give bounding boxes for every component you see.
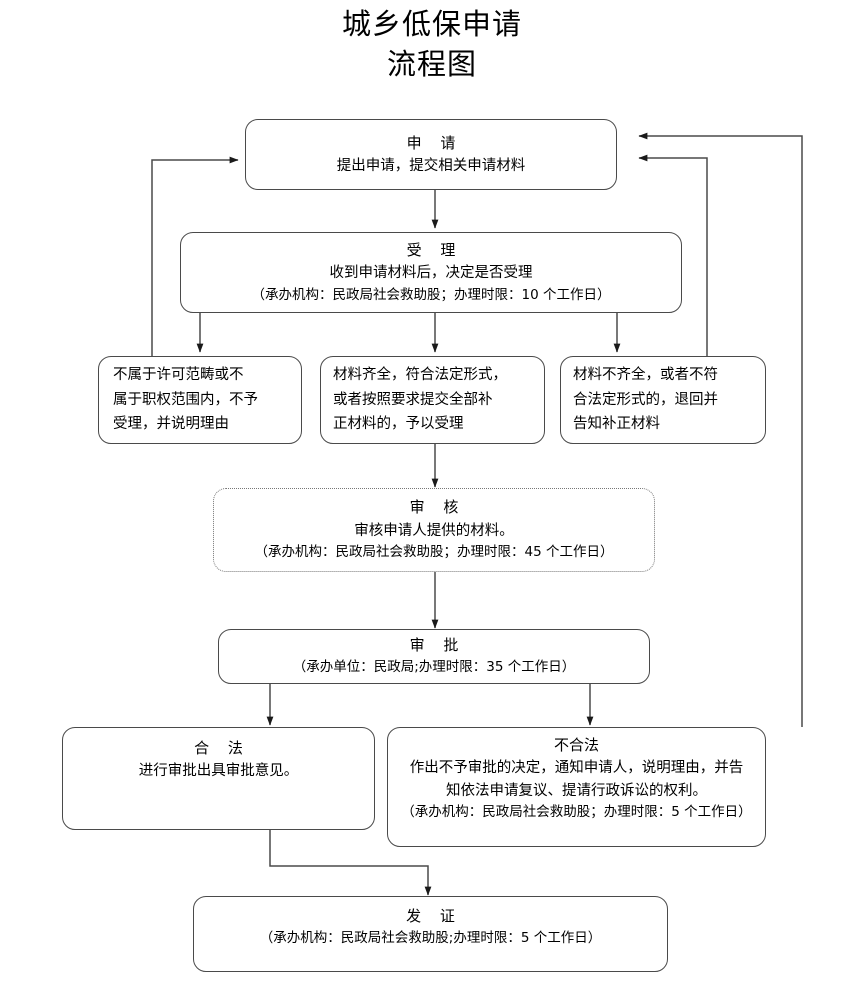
node-issue-heading: 发 证	[406, 907, 462, 925]
node-illegal-line-1: 作出不予审批的决定，通知申请人，说明理由，并告	[409, 760, 744, 777]
node-apply-heading: 申 请	[406, 133, 463, 152]
node-illegal-line-2: 知依法申请复议、提请行政诉讼的权利。	[446, 782, 707, 799]
node-approve[interactable]: 审 批 （承办单位：民政局;办理时限：35 个工作日）	[218, 629, 650, 684]
node-illegal-line-3: （承办机构：民政局社会救助股；办理时限：5 个工作日）	[401, 804, 752, 821]
node-incomplete-line-2: 合法定形式的，退回并	[573, 391, 718, 408]
node-apply[interactable]: 申 请 提出申请，提交相关申请材料	[245, 119, 617, 190]
node-incomplete-line-3: 告知补正材料	[573, 416, 660, 433]
node-accept-heading: 受 理	[406, 240, 463, 259]
node-accept-line-1: 收到申请材料后，决定是否受理	[329, 265, 533, 282]
node-accept-ok-line-3: 正材料的，予以受理	[333, 416, 464, 433]
node-review[interactable]: 审 核 审核申请人提供的材料。 （承办机构：民政局社会救助股；办理时限：45 个…	[213, 488, 655, 572]
node-reject-scope-line-1: 不属于许可范畴或不	[113, 366, 244, 383]
node-review-line-2: （承办机构：民政局社会救助股；办理时限：45 个工作日）	[254, 544, 614, 561]
node-apply-line-1: 提出申请，提交相关申请材料	[336, 157, 526, 174]
node-reject-scope[interactable]: 不属于许可范畴或不 属于职权范围内，不予 受理，并说明理由	[98, 356, 302, 444]
node-reject-scope-line-3: 受理，并说明理由	[113, 416, 229, 433]
node-issue[interactable]: 发 证 （承办机构：民政局社会救助股;办理时限：5 个工作日）	[193, 896, 668, 972]
node-incomplete[interactable]: 材料不齐全，或者不符 合法定形式的，退回并 告知补正材料	[560, 356, 766, 444]
page-title: 城乡低保申请 流程图	[0, 4, 864, 84]
node-accept-line-2: （承办机构：民政局社会救助股；办理时限：10 个工作日）	[251, 286, 611, 303]
node-review-heading: 审 核	[409, 498, 466, 517]
node-legal[interactable]: 合 法 进行审批出具审批意见。	[62, 727, 375, 830]
title-line-2: 流程图	[386, 47, 477, 82]
node-approve-line-1: （承办单位：民政局;办理时限：35 个工作日）	[292, 659, 576, 676]
title-line-1: 城乡低保申请	[341, 7, 522, 41]
node-legal-line-1: 进行审批出具审批意见。	[138, 763, 299, 780]
node-issue-line-1: （承办机构：民政局社会救助股;办理时限：5 个工作日）	[259, 930, 602, 947]
node-accept-ok-line-2: 或者按照要求提交全部补	[333, 391, 493, 408]
node-incomplete-line-1: 材料不齐全，或者不符	[573, 366, 718, 383]
node-illegal-heading: 不合法	[553, 736, 599, 754]
node-accept-ok[interactable]: 材料齐全，符合法定形式， 或者按照要求提交全部补 正材料的，予以受理	[320, 356, 545, 444]
node-review-line-1: 审核申请人提供的材料。	[354, 522, 514, 539]
node-legal-heading: 合 法	[194, 739, 250, 757]
node-accept-ok-line-1: 材料齐全，符合法定形式，	[333, 366, 507, 383]
node-reject-scope-line-2: 属于职权范围内，不予	[113, 391, 258, 408]
node-illegal[interactable]: 不合法 作出不予审批的决定，通知申请人，说明理由，并告 知依法申请复议、提请行政…	[387, 727, 766, 847]
node-approve-heading: 审 批	[409, 636, 466, 655]
node-accept[interactable]: 受 理 收到申请材料后，决定是否受理 （承办机构：民政局社会救助股；办理时限：1…	[180, 232, 682, 313]
